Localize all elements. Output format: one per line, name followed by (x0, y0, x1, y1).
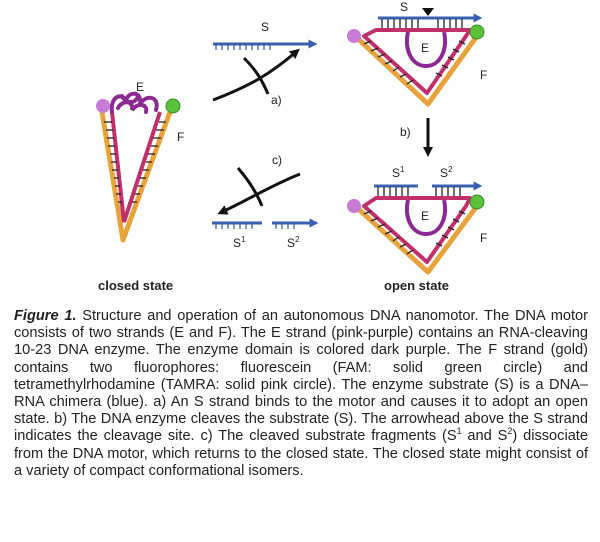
f-strand-closed (99, 111, 173, 243)
e-label-open-bottom: E (421, 209, 429, 223)
e-strand-closed (110, 111, 162, 223)
tamra-circle-open-bottom (347, 199, 361, 213)
f-label-open-top: F (480, 68, 487, 82)
tamra-circle-closed (96, 99, 110, 113)
e-label-open-top: E (421, 41, 429, 55)
open-state-label: open state (384, 278, 449, 293)
open-state-top: S E F (347, 0, 487, 107)
e-strand-open-bottom (362, 196, 472, 264)
s1-label-top: S1 (392, 165, 405, 180)
f-strand-open-bottom (353, 204, 480, 275)
f-strand-open-top (353, 34, 480, 107)
s-label-bound: S (400, 0, 408, 14)
e-label-closed: E (136, 80, 144, 94)
s2-label-top: S2 (440, 165, 453, 180)
open-state-bottom: S1 S2 E F (347, 165, 487, 275)
s-label-top: S (261, 20, 269, 34)
closed-state-motor: E F (96, 80, 184, 243)
tamra-circle-open-top (347, 29, 361, 43)
f-label-closed: F (177, 130, 184, 144)
caption-text-1: Structure and operation of an autonomous… (14, 308, 588, 445)
enzyme-loop-open-top (405, 31, 447, 69)
step-b-label: b) (400, 125, 411, 139)
s-strand-incoming-teeth (215, 44, 271, 50)
step-a-label: a) (271, 93, 282, 107)
arrow-c (217, 172, 301, 215)
fam-circle-closed (165, 98, 181, 114)
arrow-a (212, 48, 300, 102)
caption-text-3: ) dissociate from the DNA motor, which r… (14, 428, 588, 479)
step-a: S a) (212, 20, 318, 107)
figure-label: Figure 1. (14, 308, 77, 324)
closed-state-label: closed state (98, 278, 173, 293)
e-strand-open-top (362, 28, 472, 95)
figure-caption: Figure 1. Structure and operation of an … (14, 308, 588, 480)
s2-label-bottom: S2 (287, 235, 300, 250)
caption-sup-2: 2 (507, 426, 513, 437)
base-pairs-closed (104, 121, 166, 203)
caption-sup-1: 1 (456, 426, 462, 437)
enzyme-domain-closed (109, 91, 159, 114)
enzyme-loop-open-bottom (405, 199, 447, 237)
nanomotor-diagram: E F closed state S a) c) (96, 0, 487, 293)
cleavage-site-arrowhead (422, 8, 434, 16)
step-c-label: c) (272, 153, 282, 167)
fam-circle-open-bottom (469, 194, 485, 210)
f-label-open-bottom: F (480, 231, 487, 245)
s1-label-bottom: S1 (233, 235, 246, 250)
fam-circle-open-top (469, 24, 485, 40)
caption-text-2: and S (461, 428, 508, 445)
step-b: b) (400, 118, 433, 157)
step-c: c) S1 S2 (212, 153, 319, 250)
